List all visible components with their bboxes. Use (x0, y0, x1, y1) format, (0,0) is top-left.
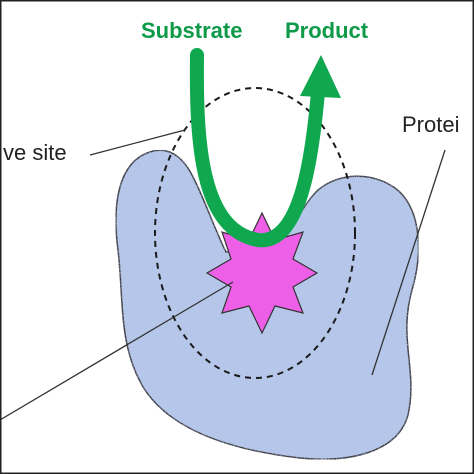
active-site-label: ve site (3, 140, 67, 165)
protein-label: Protei (402, 112, 459, 137)
active-site-outline (154, 87, 356, 379)
active-site-star (205, 211, 319, 335)
product-label: Product (285, 18, 369, 43)
protein-pointer-line (371, 149, 446, 376)
arrow-head-icon (300, 55, 341, 98)
substrate-label: Substrate (141, 18, 242, 43)
lower-left-pointer-line (0, 281, 234, 421)
substrate-to-product-arrow (189, 48, 325, 248)
active-site-pointer-line (89, 129, 186, 156)
